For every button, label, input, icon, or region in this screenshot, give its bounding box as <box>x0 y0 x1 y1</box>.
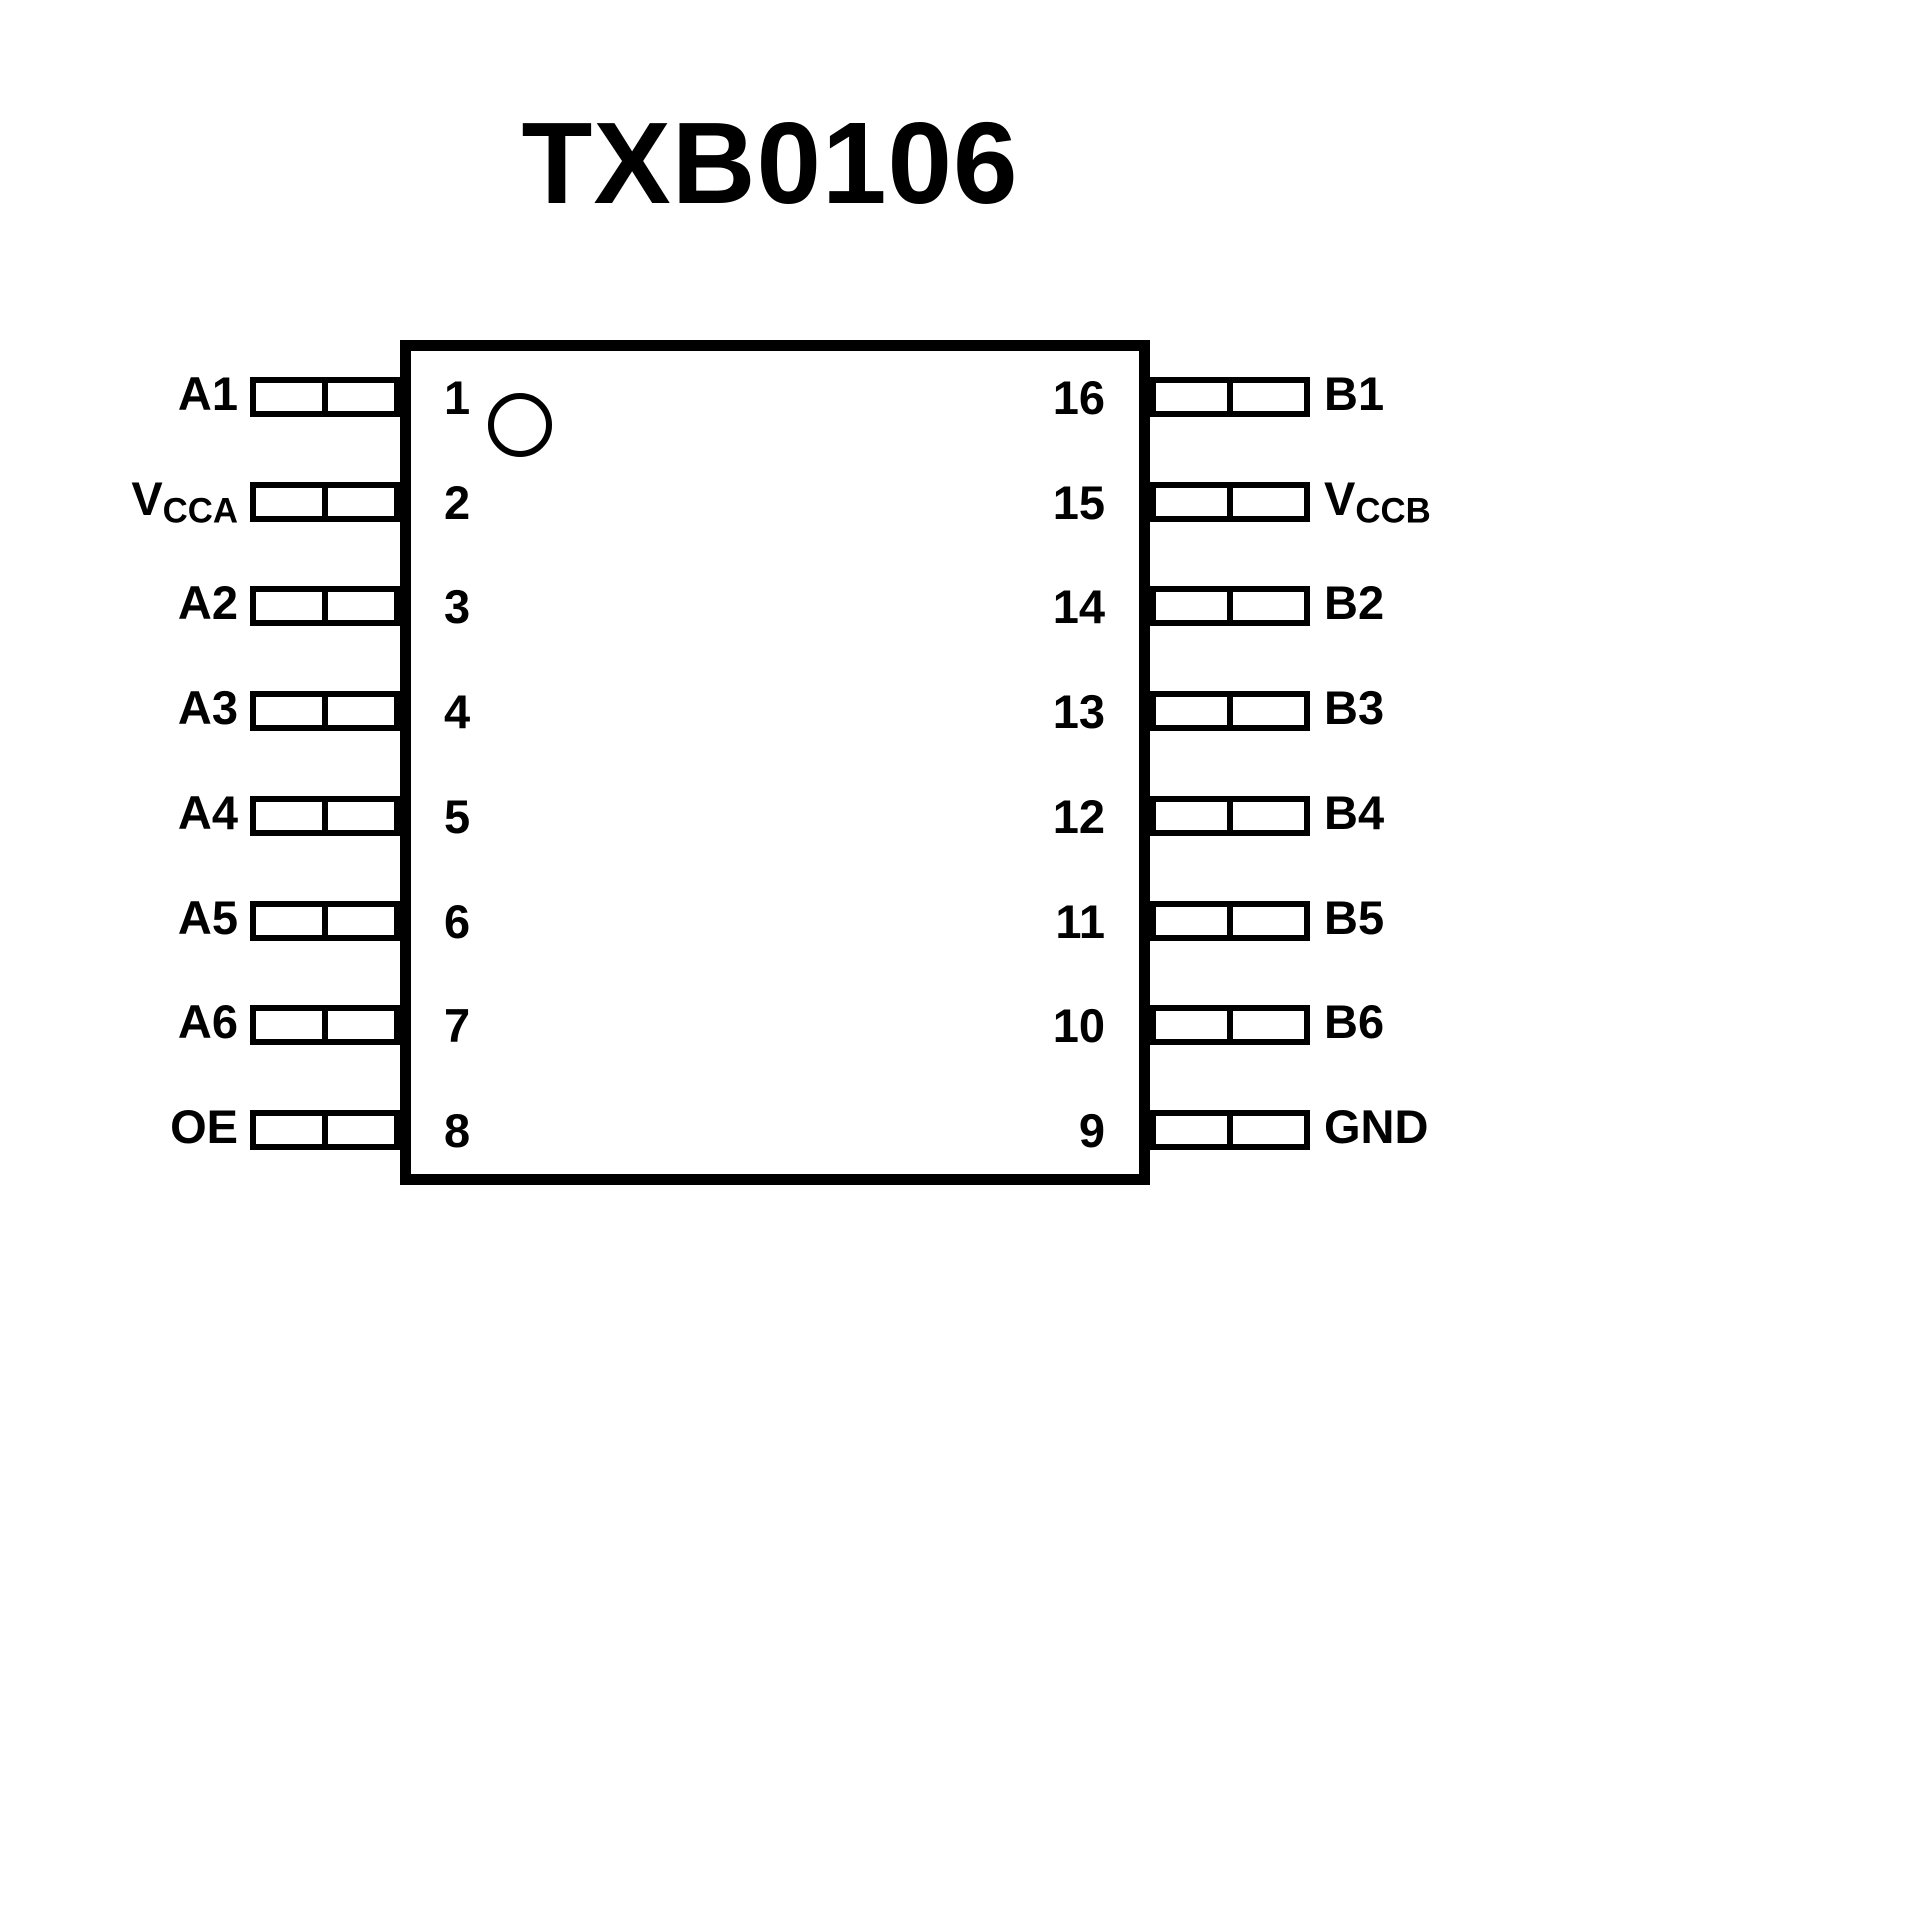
pin-pad <box>1150 1005 1310 1045</box>
pin-number: 13 <box>1052 684 1105 738</box>
pin-label: B3 <box>1324 680 1385 734</box>
pin-label: A2 <box>177 575 238 629</box>
pin-row-15: 15 VCCB <box>1000 471 1920 531</box>
pin-pad <box>1150 796 1310 836</box>
pin-pad <box>1150 482 1310 522</box>
pin-pad <box>250 377 400 417</box>
pin-pad <box>1150 586 1310 626</box>
pin-row-12: 12 B4 <box>1000 785 1920 843</box>
pin-number: 10 <box>1052 998 1105 1052</box>
pin1-marker-icon <box>488 393 552 457</box>
pin-row-6: A5 6 <box>0 890 500 948</box>
pin-label: OE <box>170 1099 238 1153</box>
pin-pad <box>1150 377 1310 417</box>
pin-label: A4 <box>177 785 238 839</box>
chip-package-body <box>400 340 1150 1185</box>
pin-row-10: 10 B6 <box>1000 994 1920 1052</box>
pin-number: 4 <box>444 684 471 738</box>
pin-row-5: A4 5 <box>0 785 500 843</box>
pin-row-2: VCCA 2 <box>0 471 500 531</box>
pin-row-11: 11 B5 <box>1000 890 1920 948</box>
pin-number: 15 <box>1052 475 1105 529</box>
pin-label: B6 <box>1324 994 1385 1048</box>
pin-row-16: 16 B1 <box>1000 366 1920 424</box>
pin-label: VCCB <box>1324 471 1431 531</box>
pin-pad <box>250 586 400 626</box>
pin-label: A3 <box>177 680 238 734</box>
pin-label: B4 <box>1324 785 1385 839</box>
pin-number: 9 <box>1078 1103 1105 1157</box>
pin-label: B1 <box>1324 366 1385 420</box>
pin-label: B5 <box>1324 890 1385 944</box>
pin-row-13: 13 B3 <box>1000 680 1920 738</box>
pin-pad <box>250 691 400 731</box>
pin-pad <box>1150 691 1310 731</box>
pin-pad <box>250 482 400 522</box>
pin-number: 16 <box>1052 370 1105 424</box>
pin-pad <box>250 901 400 941</box>
pin-label: A1 <box>177 366 238 420</box>
pin-label: A5 <box>177 890 238 944</box>
pin-row-3: A2 3 <box>0 575 500 633</box>
pin-number: 1 <box>444 370 471 424</box>
pin-row-9: 9 GND <box>1000 1099 1920 1157</box>
pin-number: 5 <box>444 789 471 843</box>
pin-number: 11 <box>1055 894 1105 948</box>
pin-row-7: A6 7 <box>0 994 500 1052</box>
chip-title: TXB0106 <box>521 98 1019 228</box>
pin-label: VCCA <box>131 471 238 531</box>
pin-row-4: A3 4 <box>0 680 500 738</box>
pin-number: 8 <box>444 1103 471 1157</box>
pin-pad <box>250 796 400 836</box>
pin-number: 7 <box>444 998 471 1052</box>
pin-pad <box>250 1005 400 1045</box>
pin-number: 2 <box>444 475 471 529</box>
pin-row-14: 14 B2 <box>1000 575 1920 633</box>
pin-number: 3 <box>444 579 471 633</box>
pin-row-1: A1 1 <box>0 366 500 424</box>
pin-pad <box>1150 901 1310 941</box>
pin-pad <box>1150 1110 1310 1150</box>
pin-label: B2 <box>1324 575 1385 629</box>
pin-pad <box>250 1110 400 1150</box>
pin-label: A6 <box>177 994 238 1048</box>
pin-number: 6 <box>444 894 471 948</box>
pin-label: GND <box>1324 1099 1429 1153</box>
pin-number: 12 <box>1052 789 1105 843</box>
pin-row-8: OE 8 <box>0 1099 500 1157</box>
pin-number: 14 <box>1052 579 1105 633</box>
